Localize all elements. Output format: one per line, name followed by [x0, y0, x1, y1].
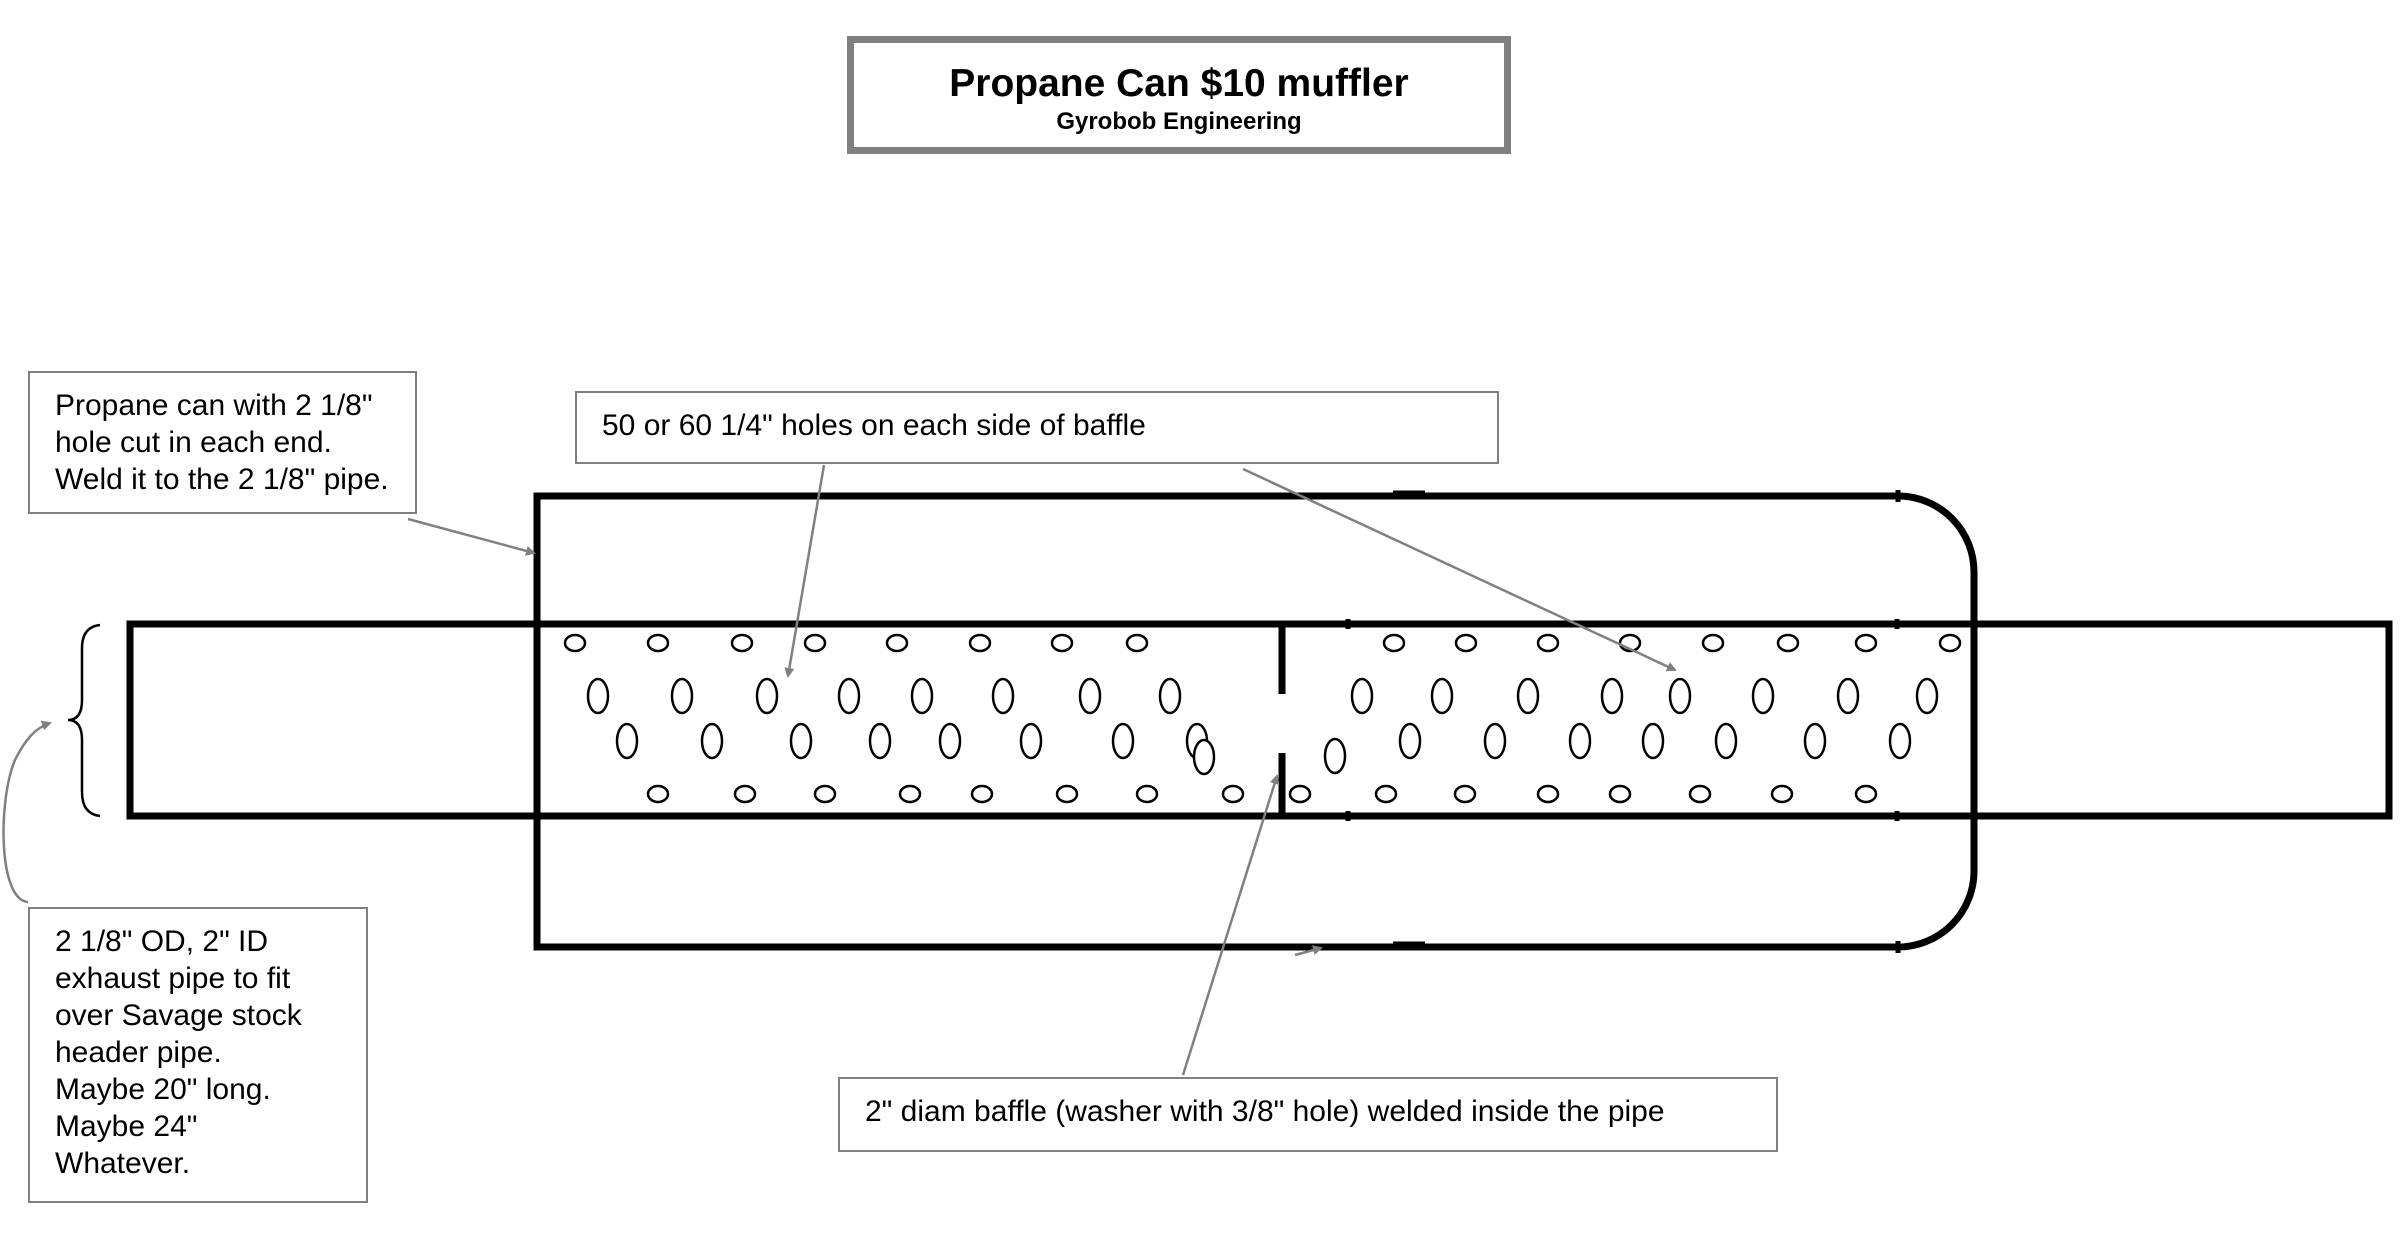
hole — [1125, 633, 1149, 653]
hole — [1536, 784, 1560, 804]
arrow-baffle — [1181, 774, 1280, 1076]
hole — [1668, 677, 1692, 715]
hole — [991, 677, 1015, 715]
hole — [938, 722, 962, 760]
hole — [1770, 784, 1794, 804]
hole — [1803, 722, 1827, 760]
hole — [755, 677, 779, 715]
callout-line: over Savage stock — [55, 999, 302, 1032]
hole — [586, 677, 610, 715]
arrow-pipe — [2, 720, 52, 904]
hole — [1221, 784, 1245, 804]
hole — [1019, 722, 1043, 760]
hole — [733, 784, 757, 804]
pipe-diameter-brace — [67, 623, 101, 818]
hole — [1751, 677, 1775, 715]
callout-line: 2 1/8" OD, 2" ID — [55, 925, 269, 958]
hole — [1454, 633, 1478, 653]
hole — [1055, 784, 1079, 804]
callout-line: exhaust pipe to fit — [55, 962, 291, 995]
hole — [1050, 633, 1074, 653]
diagram-title: Propane Can $10 muffler — [949, 62, 1409, 105]
hole — [1915, 677, 1939, 715]
callout-line: header pipe. — [55, 1036, 222, 1069]
hole — [1398, 722, 1422, 760]
diagram-subtitle: Gyrobob Engineering — [1056, 108, 1302, 135]
callout-propane-can: Propane can with 2 1/8" hole cut in each… — [28, 371, 417, 514]
callout-line: 2" diam baffle (washer with 3/8" hole) w… — [865, 1095, 1665, 1128]
hole — [789, 722, 813, 760]
hole — [1158, 677, 1182, 715]
hole — [970, 784, 994, 804]
hole — [1568, 722, 1592, 760]
hole — [898, 784, 922, 804]
hole — [700, 722, 724, 760]
hole — [1688, 784, 1712, 804]
hole — [1888, 722, 1912, 760]
hole — [1135, 784, 1159, 804]
hole — [1350, 677, 1374, 715]
hole — [813, 784, 837, 804]
callout-exhaust-pipe: 2 1/8" OD, 2" ID exhaust pipe to fit ove… — [28, 907, 368, 1203]
hole — [1323, 737, 1347, 775]
arrow-can-bottom — [1294, 945, 1323, 957]
hole — [885, 633, 909, 653]
hole — [730, 633, 754, 653]
callout-baffle: 2" diam baffle (washer with 3/8" hole) w… — [838, 1077, 1778, 1152]
hole — [670, 677, 694, 715]
callout-line: hole cut in each end. — [55, 426, 332, 459]
hole — [1836, 677, 1860, 715]
hole — [1854, 784, 1878, 804]
callout-line: Maybe 24" — [55, 1110, 198, 1143]
callout-arrows — [2, 464, 1677, 1076]
hole — [1854, 633, 1878, 653]
perforation-holes — [563, 633, 1962, 804]
callout-line: Maybe 20" long. — [55, 1073, 271, 1106]
hole — [968, 633, 992, 653]
hole — [1483, 722, 1507, 760]
exhaust-pipe-outline — [126, 620, 2393, 820]
callout-line: Propane can with 2 1/8" — [55, 389, 373, 422]
exhaust-pipe — [126, 619, 2393, 821]
hole — [910, 677, 934, 715]
hole — [1288, 784, 1312, 804]
hole — [1192, 738, 1216, 776]
hole — [837, 677, 861, 715]
hole — [1111, 722, 1135, 760]
hole — [1641, 722, 1665, 760]
hole — [1714, 722, 1738, 760]
arrow-can — [407, 517, 536, 556]
hole — [563, 633, 587, 653]
hole — [803, 633, 827, 653]
hole — [646, 633, 670, 653]
hole — [1382, 633, 1406, 653]
arrow-holes-right — [1242, 467, 1677, 672]
hole — [1608, 784, 1632, 804]
hole — [1374, 784, 1398, 804]
callout-holes: 50 or 60 1/4" holes on each side of baff… — [575, 391, 1499, 464]
hole — [615, 722, 639, 760]
hole — [646, 784, 670, 804]
title-box: Propane Can $10 muffler Gyrobob Engineer… — [847, 36, 1511, 154]
hole — [1938, 633, 1962, 653]
arrow-holes-left — [784, 464, 826, 678]
hole — [1516, 677, 1540, 715]
propane-can-outline — [533, 492, 1978, 951]
hole — [1701, 633, 1725, 653]
callout-line: Whatever. — [55, 1147, 191, 1180]
hole — [1536, 633, 1560, 653]
propane-can — [533, 490, 1978, 953]
hole — [1430, 677, 1454, 715]
hole — [1078, 677, 1102, 715]
callout-line: Weld it to the 2 1/8" pipe. — [55, 463, 389, 496]
hole — [1600, 677, 1624, 715]
hole — [1776, 633, 1800, 653]
hole — [868, 722, 892, 760]
callout-line: 50 or 60 1/4" holes on each side of baff… — [602, 409, 1146, 442]
hole — [1453, 784, 1477, 804]
